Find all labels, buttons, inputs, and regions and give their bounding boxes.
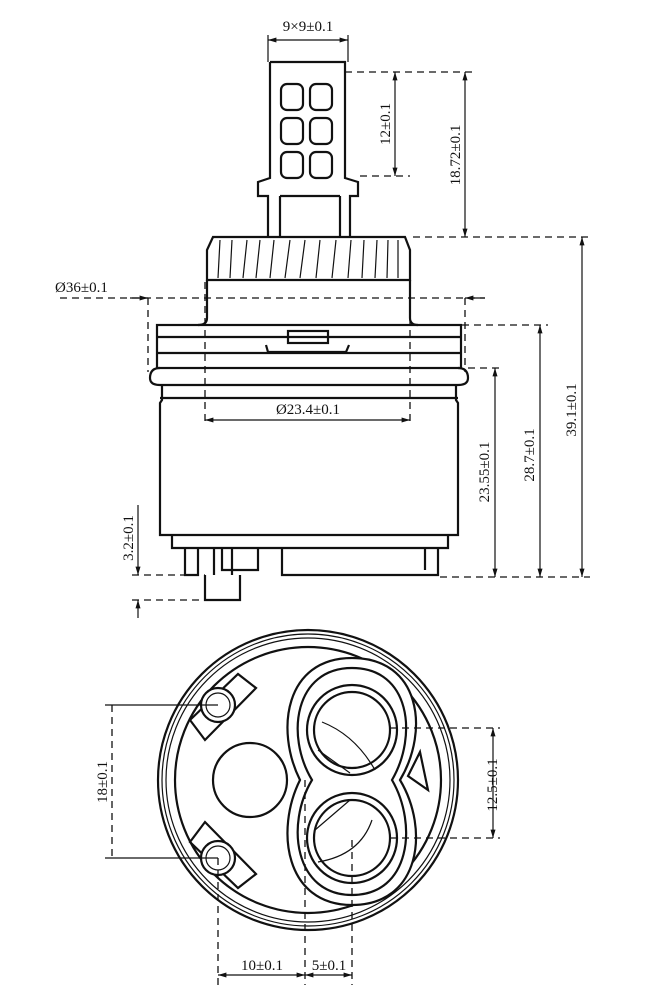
dim-port-spacing: 12.5±0.1 — [390, 727, 501, 839]
body — [158, 385, 460, 602]
outer-diameter-label: Ø36±0.1 — [55, 280, 108, 296]
dim-heights-right: 39.1±0.1 28.7±0.1 23.55±0.1 — [440, 237, 590, 578]
dim-stem-spline-height: 12±0.1 — [345, 71, 472, 177]
dim-stem-height: 18.72±0.1 — [413, 72, 590, 238]
port-offset-label: 5±0.1 — [312, 958, 346, 974]
stem-splines — [279, 82, 334, 180]
port-spacing-label: 12.5±0.1 — [485, 758, 501, 811]
dim-stem-size: 9×9±0.1 — [267, 19, 349, 62]
side-view: 9×9±0.1 12±0.1 18.72±0.1 Ø36±0.1 Ø23.4±0… — [55, 19, 590, 618]
stem-height-label: 18.72±0.1 — [448, 125, 464, 186]
center-hole — [211, 741, 289, 819]
pin-spacing-label: 18±0.1 — [95, 761, 111, 803]
dim-pin-spacing: 18±0.1 — [95, 704, 218, 859]
inner-diameter-label: Ø23.4±0.1 — [276, 402, 340, 418]
stem-spline-height-label: 12±0.1 — [378, 103, 394, 145]
bottom-view: 18±0.1 12.5±0.1 10±0.1 5±0.1 — [95, 628, 501, 985]
dim-outer-diameter: Ø36±0.1 — [55, 280, 485, 372]
pin-length-label: 3.2±0.1 — [121, 515, 137, 561]
flange-height-label: 28.7±0.1 — [522, 428, 538, 481]
triangle-notch — [406, 748, 430, 793]
dim-pin-length: 3.2±0.1 — [121, 505, 205, 618]
total-height-label: 39.1±0.1 — [564, 383, 580, 436]
dim-bottom-offsets: 10±0.1 5±0.1 — [217, 780, 353, 985]
body-height-label: 23.55±0.1 — [477, 442, 493, 503]
knurled-gear — [205, 235, 412, 282]
stem — [256, 60, 360, 237]
dim-inner-diameter: Ø23.4±0.1 — [204, 282, 411, 425]
stem-size-label: 9×9±0.1 — [283, 19, 333, 35]
pin-offset-label: 10±0.1 — [241, 958, 283, 974]
upper-body — [197, 280, 419, 327]
locating-pin-top — [188, 672, 258, 742]
flange — [148, 323, 470, 387]
